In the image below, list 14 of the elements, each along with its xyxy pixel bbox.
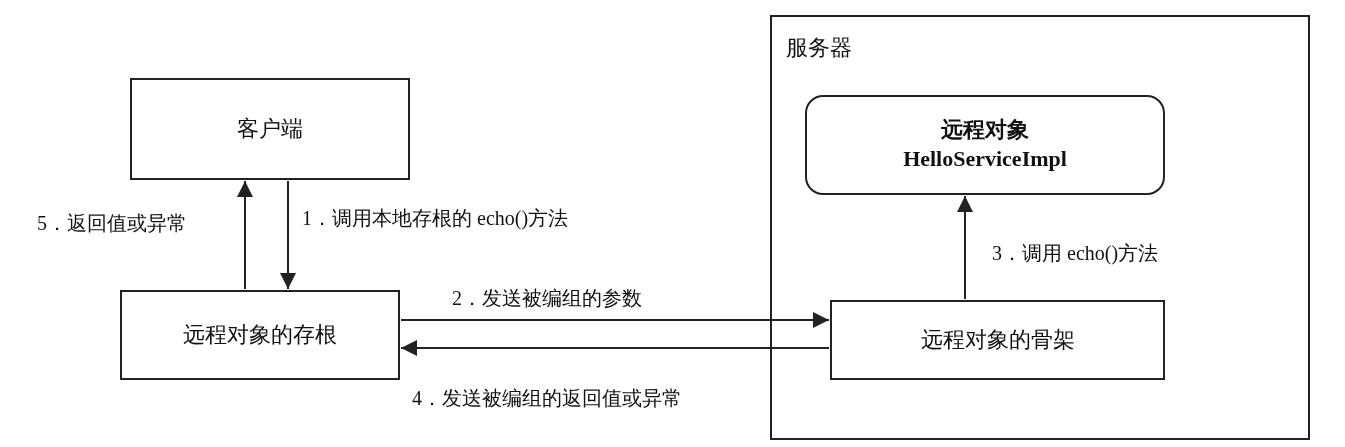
arrow [400, 312, 830, 328]
arrow [400, 340, 830, 356]
arrow [280, 180, 296, 290]
server-heading: 服务器 [786, 34, 852, 62]
arrow [957, 195, 973, 300]
client-box: 客户端 [130, 78, 410, 180]
stub-box: 远程对象的存根 [120, 290, 400, 380]
edge-label: 2．发送被编组的参数 [450, 285, 644, 312]
edge-label: 1．调用本地存根的 echo()方法 [300, 205, 571, 232]
skeleton-box: 远程对象的骨架 [830, 300, 1165, 380]
server-frame [770, 15, 1310, 440]
rounded-box: 远程对象 HelloServiceImpl [805, 95, 1165, 195]
edge-label: 3．调用 echo()方法 [990, 240, 1161, 267]
arrow [237, 180, 253, 290]
